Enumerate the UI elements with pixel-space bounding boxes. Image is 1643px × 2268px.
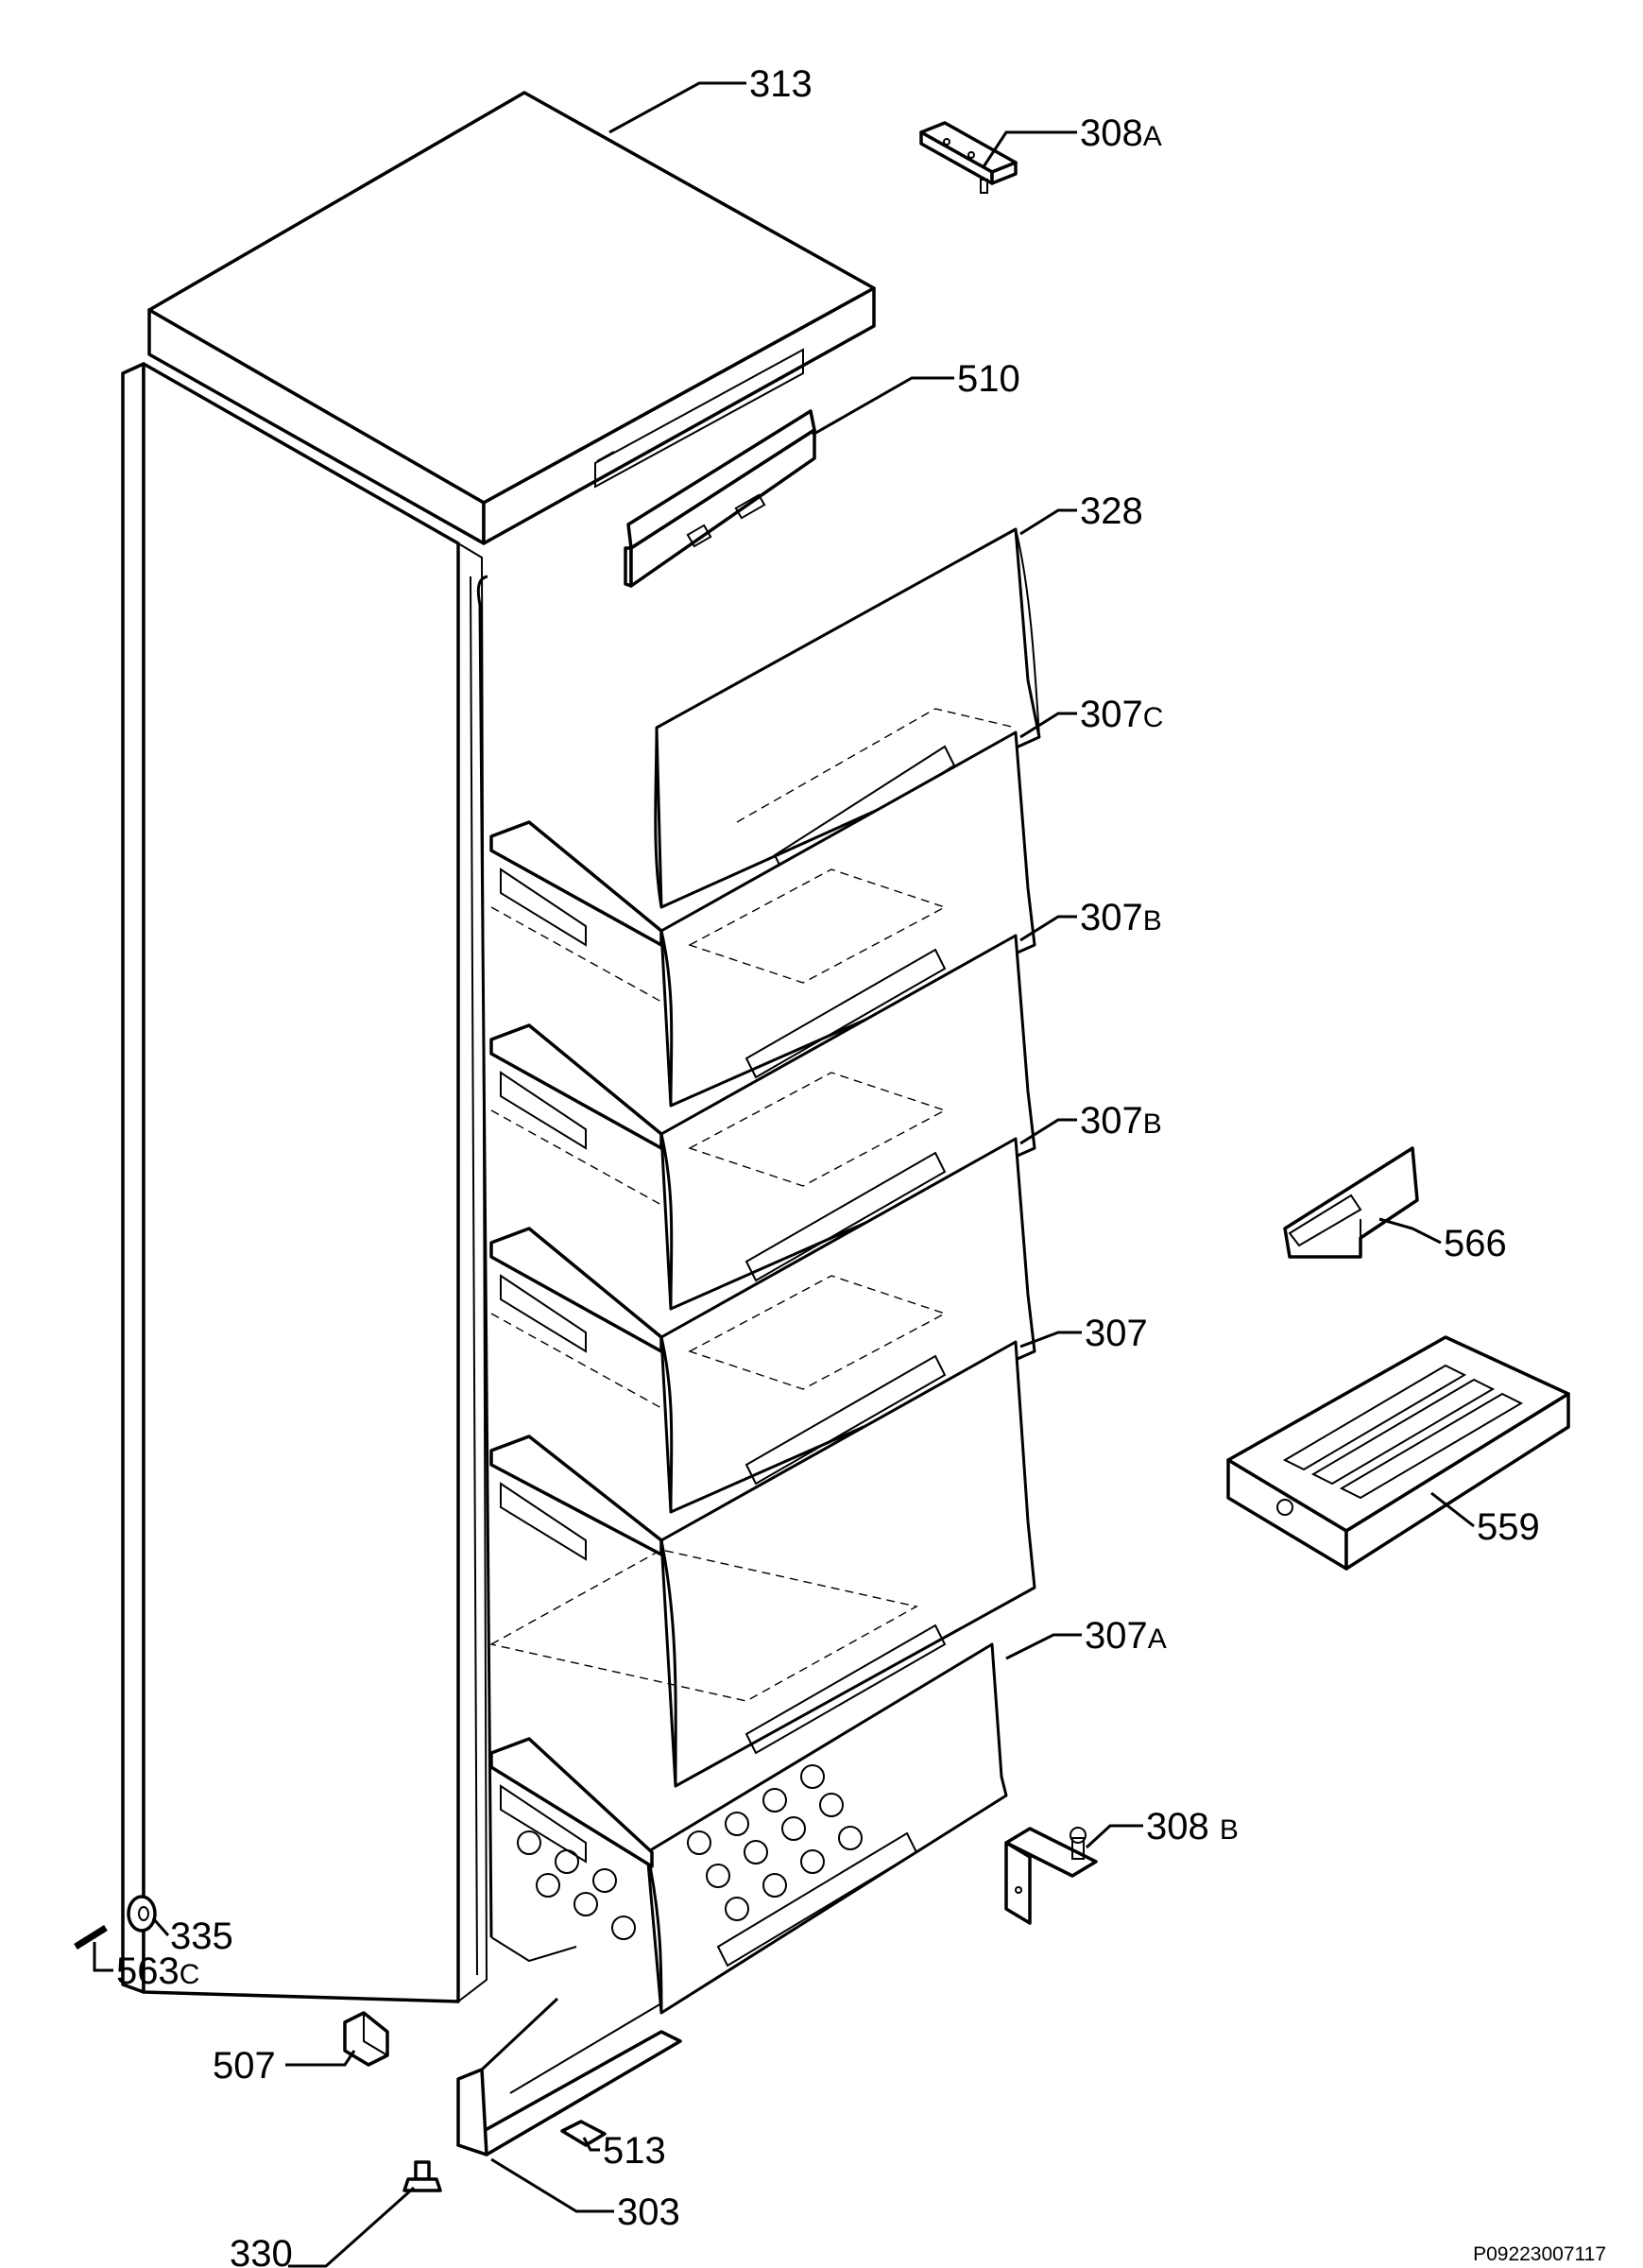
drawer-307c-part	[489, 730, 1036, 1108]
label-308b: 308	[1146, 1806, 1220, 1847]
svg-text:307C: 307C	[1080, 694, 1163, 735]
top-cover-part	[147, 91, 876, 545]
label-330: 330	[230, 2233, 293, 2268]
label-510: 510	[957, 358, 1020, 400]
label-307: 307	[1085, 1313, 1148, 1354]
label-563c: 563	[116, 1950, 180, 1992]
drawer-307b-lower-part	[489, 1137, 1036, 1514]
svg-text:308 B: 308 B	[1146, 1806, 1239, 1847]
label-507: 507	[213, 2045, 276, 2087]
label-307a: 307	[1085, 1615, 1148, 1657]
svg-text:330: 330	[230, 2233, 293, 2268]
drawer-307a-part	[489, 1642, 1008, 2015]
label-313: 313	[749, 63, 813, 105]
wheel-335-part	[127, 1895, 157, 1933]
svg-text:566: 566	[1444, 1223, 1507, 1264]
label-308a: 308	[1080, 112, 1143, 154]
label-566: 566	[1444, 1223, 1507, 1264]
svg-text:559: 559	[1477, 1506, 1540, 1548]
label-307c: 307	[1080, 694, 1143, 735]
svg-text:308A: 308A	[1080, 112, 1162, 154]
divider-566-part	[1283, 1146, 1419, 1259]
svg-text:307B: 307B	[1080, 897, 1162, 938]
top-hinge-part	[919, 121, 1018, 194]
diagram-code: P09223007117	[1473, 2243, 1606, 2265]
drawer-307b-upper-part	[489, 934, 1036, 1311]
label-335: 335	[170, 1916, 233, 1957]
bracket-507-part	[343, 2011, 389, 2067]
foot-330-part	[402, 2160, 442, 2192]
label-307b-upper: 307	[1080, 897, 1143, 938]
svg-text:303: 303	[617, 2191, 680, 2233]
kickplate-303-part	[456, 1997, 682, 2156]
label-328: 328	[1080, 490, 1143, 532]
label-559: 559	[1477, 1506, 1540, 1548]
clip-513-part	[560, 2120, 607, 2147]
bottom-hinge-part	[1004, 1827, 1098, 1925]
svg-text:513: 513	[603, 2130, 666, 2172]
callout-labels: 313 308A 510 328 307C 307B 307B 566 307 …	[116, 63, 1540, 2268]
label-303: 303	[617, 2191, 680, 2233]
svg-text:313: 313	[749, 63, 813, 105]
label-513: 513	[603, 2130, 666, 2172]
svg-text:328: 328	[1080, 490, 1143, 532]
svg-text:307B: 307B	[1080, 1100, 1162, 1142]
control-panel-part	[624, 409, 816, 588]
drawer-307-part	[489, 1340, 1036, 1788]
svg-text:563C: 563C	[116, 1950, 199, 1992]
ice-tray-559-part	[1226, 1335, 1570, 1571]
cabinet-body	[121, 362, 577, 2003]
pin-563c-part	[74, 1925, 108, 1950]
label-307b-lower: 307	[1080, 1100, 1143, 1142]
leader-lines	[93, 81, 1475, 2268]
svg-text:510: 510	[957, 358, 1020, 400]
svg-text:307A: 307A	[1085, 1615, 1167, 1657]
svg-text:507: 507	[213, 2045, 276, 2087]
svg-text:335: 335	[170, 1916, 233, 1957]
svg-text:307: 307	[1085, 1313, 1148, 1354]
